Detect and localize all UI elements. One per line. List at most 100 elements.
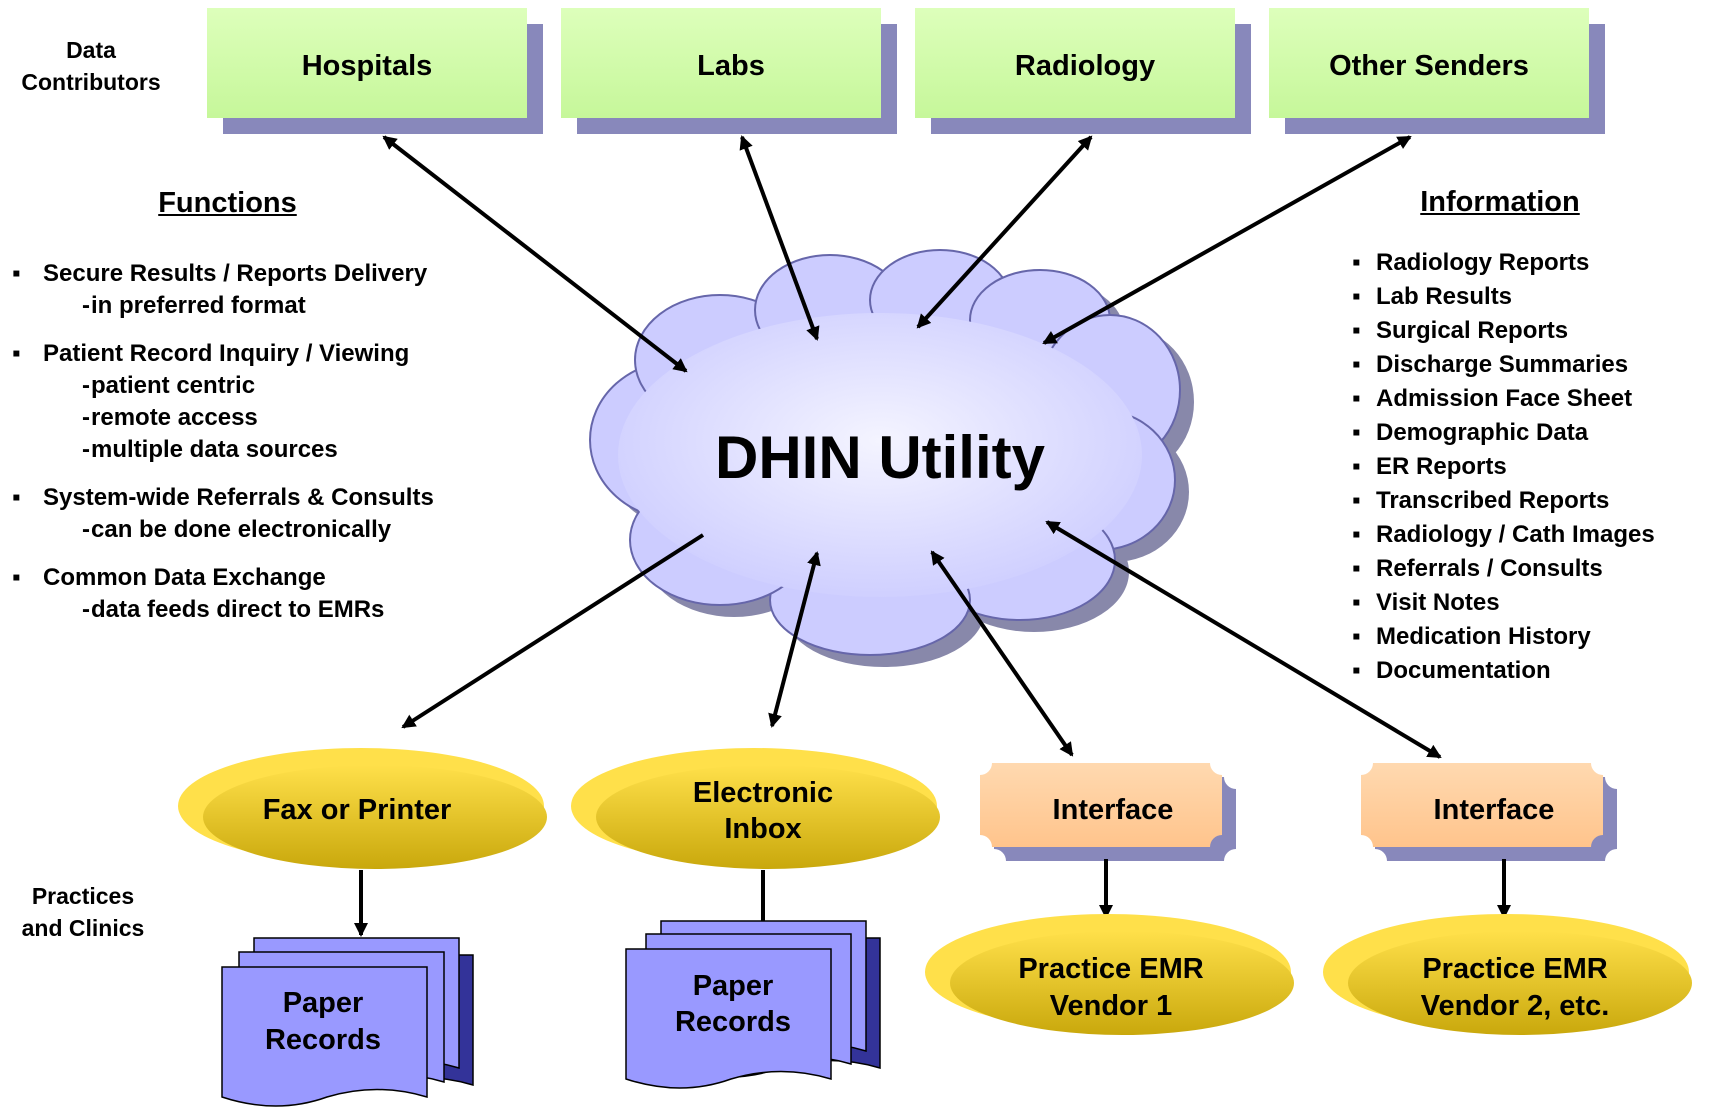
paper2-sheet-front	[625, 948, 832, 1089]
information-item-label: Demographic Data	[1376, 419, 1589, 446]
bullet-icon: ▪	[12, 484, 21, 511]
sender-radiology-label: Radiology	[1015, 50, 1155, 82]
emr2-label-line1: Practice EMR	[1422, 953, 1607, 985]
inbox-body	[596, 765, 940, 869]
information-heading: Information	[1420, 186, 1580, 218]
function-sub-list: -data feeds direct to EMRs	[43, 594, 532, 626]
information-item-label: Admission Face Sheet	[1376, 385, 1633, 412]
bottom-arrows	[401, 520, 1442, 759]
sender-other-label: Other Senders	[1329, 50, 1529, 82]
interface2-label: Interface	[1434, 794, 1555, 826]
interface1-box	[980, 763, 1222, 847]
practices-line1: Practices	[31, 883, 135, 909]
inbox-label-line2: Inbox	[724, 813, 801, 845]
information-item-label: Transcribed Reports	[1376, 487, 1610, 514]
information-item: ▪ Referrals / Consults	[1352, 552, 1712, 586]
bullet-icon: ▪	[1352, 317, 1361, 344]
function-item-label: Patient Record Inquiry / Viewing	[43, 340, 410, 367]
sender-hospitals-box	[207, 8, 527, 118]
dash-icon: -	[82, 596, 90, 623]
bullet-icon: ▪	[1352, 555, 1361, 582]
sender-hospitals: Hospitals	[207, 8, 543, 134]
information-item: ▪ Demographic Data	[1352, 416, 1712, 450]
paper1-label-line2: Records	[265, 1024, 381, 1056]
emr2-label-line2: Vendor 2, etc.	[1421, 990, 1610, 1022]
information-item-label: Lab Results	[1376, 283, 1513, 310]
functions-heading: Functions	[158, 187, 297, 219]
bullet-icon: ▪	[1352, 657, 1361, 684]
bullet-icon: ▪	[1352, 351, 1361, 378]
arrow-labs-hub	[739, 135, 820, 341]
inbox-label-line1: Electronic	[693, 777, 833, 809]
practice-emr-vendor-2: Practice EMR Vendor 2, etc.	[1323, 914, 1692, 1035]
arrow-hub-interface2	[1045, 520, 1442, 759]
dash-icon: -	[82, 292, 90, 319]
function-sub-label: multiple data sources	[91, 436, 338, 463]
bullet-icon: ▪	[12, 340, 21, 367]
information-item-label: Medication History	[1376, 623, 1591, 650]
information-list: ▪ Radiology Reports ▪ Lab Results ▪Surgical …	[1352, 246, 1712, 688]
bullet-icon: ▪	[1352, 419, 1361, 446]
function-sub-label: remote access	[91, 404, 258, 431]
function-sub-item: -in preferred format	[43, 290, 532, 322]
function-sub-list: -can be done electronically	[43, 514, 532, 546]
paper-records-2: Paper Records	[625, 920, 881, 1089]
data-contributors-label: Data Contributors	[10, 34, 172, 98]
arrow-hospitals-hub	[382, 135, 688, 373]
sender-hospitals-label: Hospitals	[302, 50, 433, 82]
paper2-label-line1: Paper	[693, 970, 774, 1002]
function-sub-list: -patient centric-remote access-multiple …	[43, 370, 532, 466]
information-item-label: Referrals / Consults	[1376, 555, 1603, 582]
emr1-body	[950, 931, 1294, 1035]
paper-records-1: Paper Records	[221, 937, 474, 1107]
top-arrows	[382, 135, 1412, 373]
information-item: ▪ Medication History	[1352, 620, 1712, 654]
dash-icon: -	[82, 404, 90, 431]
emr1-label-line2: Vendor 1	[1050, 990, 1173, 1022]
function-item-label: Common Data Exchange	[43, 564, 326, 591]
sender-labs: Labs	[561, 8, 897, 134]
information-item-label: Visit Notes	[1376, 589, 1500, 616]
practices-and-clinics-label: Practices and Clinics	[8, 880, 158, 944]
receiver-electronic-inbox: Electronic Inbox	[571, 748, 940, 869]
function-sub-list: -in preferred format	[43, 290, 532, 322]
sender-labs-box	[561, 8, 881, 118]
dhin-utility-cloud: DHIN Utility	[589, 249, 1194, 667]
bullet-icon: ▪	[12, 260, 21, 287]
function-sub-item: -multiple data sources	[43, 434, 532, 466]
information-item: ▪Transcribed Reports	[1352, 484, 1712, 518]
paper2-label-line2: Records	[675, 1006, 791, 1038]
information-item: ▪ Lab Results	[1352, 280, 1712, 314]
data-contributors-line2: Contributors	[21, 69, 161, 95]
bullet-icon: ▪	[1352, 249, 1361, 276]
dash-icon: -	[82, 516, 90, 543]
information-item: ▪Radiology / Cath Images	[1352, 518, 1712, 552]
arrow-hub-fax	[401, 533, 705, 729]
practices-line2: and Clinics	[21, 915, 145, 941]
function-item: ▪ System-wide Referrals & Consults -can be…	[12, 482, 532, 546]
emr1-label-line1: Practice EMR	[1018, 953, 1203, 985]
information-item-label: Radiology Reports	[1376, 249, 1590, 276]
dash-icon: -	[82, 372, 90, 399]
function-item: ▪ Patient Record Inquiry / Viewing -patien…	[12, 338, 532, 466]
function-sub-label: data feeds direct to EMRs	[91, 596, 385, 623]
function-sub-item: -patient centric	[43, 370, 532, 402]
information-item: ▪Surgical Reports	[1352, 314, 1712, 348]
information-item: ▪ Visit Notes	[1352, 586, 1712, 620]
arrow-other-hub	[1042, 135, 1412, 345]
interface1-label: Interface	[1053, 794, 1174, 826]
bullet-icon: ▪	[12, 564, 21, 591]
bullet-icon: ▪	[1352, 589, 1361, 616]
arrow-hub-inbox	[768, 551, 821, 728]
information-item: ▪ Radiology Reports	[1352, 246, 1712, 280]
bullet-icon: ▪	[1352, 283, 1361, 310]
functions-list: ▪Secure Results / Reports Delivery-in pr…	[12, 258, 532, 642]
function-item-label: System-wide Referrals & Consults	[43, 484, 434, 511]
information-item-label: ER Reports	[1376, 453, 1507, 480]
bullet-icon: ▪	[1352, 623, 1361, 650]
function-sub-item: -data feeds direct to EMRs	[43, 594, 532, 626]
hub-label: DHIN Utility	[715, 424, 1046, 491]
practice-emr-vendor-1: Practice EMR Vendor 1	[925, 914, 1294, 1035]
fax-label: Fax or Printer	[263, 794, 452, 826]
